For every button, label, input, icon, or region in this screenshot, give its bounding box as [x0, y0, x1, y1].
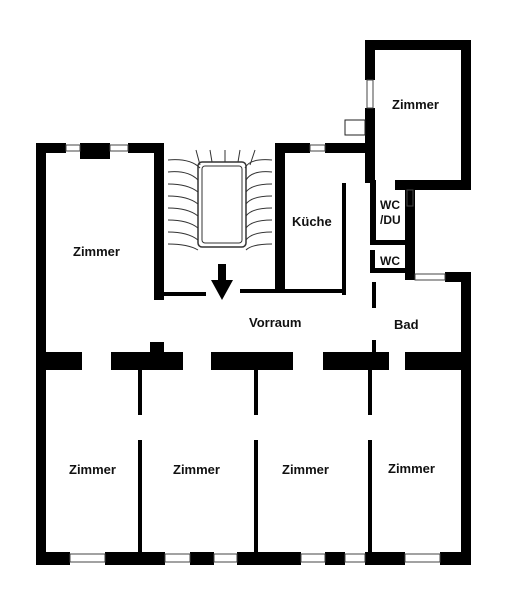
wall-wc-sep [370, 240, 406, 245]
wall-pier [405, 352, 461, 370]
wall-top-seg [36, 143, 66, 153]
wall-top-pier [80, 143, 110, 159]
partition-upper [368, 370, 372, 415]
label-vorraum: Vorraum [249, 315, 302, 330]
window [414, 273, 446, 281]
wall-left [36, 143, 46, 565]
wall-bottom-seg [365, 552, 405, 565]
window [109, 144, 129, 152]
label-kueche: Küche [292, 214, 332, 229]
entrance-arrow-icon [211, 264, 233, 300]
wall-corridor-upper [240, 289, 282, 293]
partition-upper [138, 370, 142, 415]
wall-tr-left-upper [365, 40, 375, 80]
label-wc-du: WC /DU [380, 198, 401, 228]
partition-upper [254, 370, 258, 415]
wall-pier [46, 352, 82, 370]
window [213, 553, 238, 563]
windows [65, 79, 446, 563]
outer-walls [36, 40, 471, 565]
label-zimmer-left: Zimmer [73, 244, 120, 259]
wall-bottom-seg [440, 552, 471, 565]
staircase-icon [167, 149, 273, 251]
label-zimmer-bottom-2: Zimmer [173, 462, 220, 477]
wall-tr-right [461, 40, 471, 188]
wall-corridor-upper [282, 289, 330, 293]
label-zimmer-bottom-3: Zimmer [282, 462, 329, 477]
window [404, 553, 441, 563]
wall-bottom-seg [190, 552, 214, 565]
wall-bottom-seg [36, 552, 70, 565]
window [406, 189, 414, 207]
window [309, 144, 326, 152]
window [366, 79, 374, 109]
wall-pier-notch [150, 342, 164, 354]
wall-pier [211, 352, 293, 370]
wall-right [461, 272, 471, 565]
wall-right-mid [405, 180, 415, 280]
label-wc-du-line2: /DU [380, 213, 401, 227]
interior-walls [46, 180, 461, 552]
wall-tr-bottom [395, 180, 471, 190]
wall-kitchen-right [342, 183, 346, 295]
wall-pier [323, 352, 389, 370]
partition-lower [254, 440, 258, 552]
label-zimmer-bottom-4: Zimmer [388, 461, 435, 476]
partition-lower [368, 440, 372, 552]
wall-tr-top [365, 40, 471, 50]
label-zimmer-bottom-1: Zimmer [69, 462, 116, 477]
wall-bottom-seg [325, 552, 345, 565]
wall-top-seg [128, 143, 164, 153]
shaft-box [344, 119, 366, 136]
wall-kitchen-bottom [330, 289, 346, 293]
wall-bottom-seg [237, 552, 301, 565]
wall-right-corner [445, 272, 471, 282]
wall-top-seg [325, 143, 375, 153]
label-zimmer-top-right: Zimmer [392, 97, 439, 112]
wall-wc-bottom [370, 268, 406, 273]
wall-bottom-seg [105, 552, 165, 565]
wall-bad-left-lower [372, 340, 376, 356]
wall-wc-left [370, 180, 376, 244]
wall-pier [111, 352, 183, 370]
wall-corridor-upper [154, 292, 206, 296]
label-wc-du-line1: WC [380, 198, 400, 212]
label-wc: WC [380, 254, 400, 268]
wall-wc-left2 [370, 250, 375, 272]
shaft [344, 119, 366, 136]
window [69, 553, 106, 563]
window [164, 553, 191, 563]
wall-stair-right [275, 143, 285, 293]
partition-lower [138, 440, 142, 552]
label-bad: Bad [394, 317, 419, 332]
window [300, 553, 326, 563]
wall-top-seg [275, 143, 310, 153]
wall-stair-left [154, 143, 164, 300]
wall-bad-left [372, 282, 376, 308]
wall-tr-left-lower [365, 108, 375, 183]
window [65, 144, 81, 152]
window [344, 553, 366, 563]
